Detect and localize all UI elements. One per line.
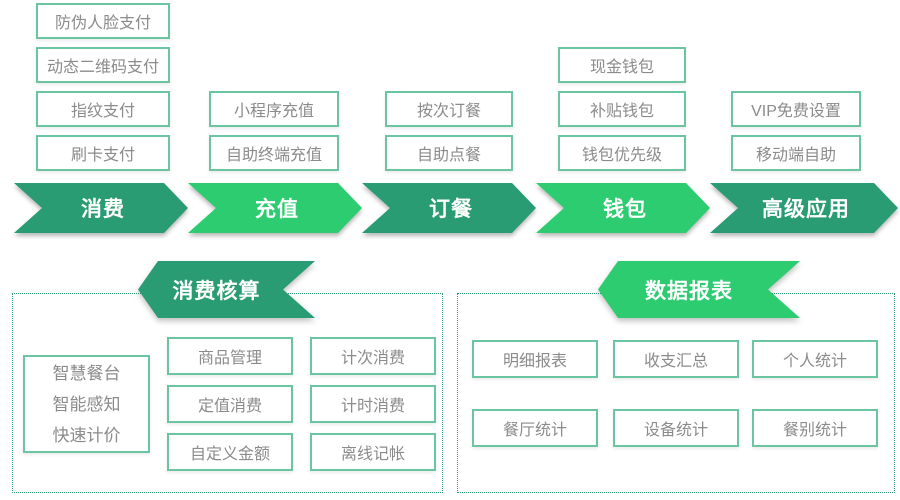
feature-box-anti-fake-face-pay: 防伪人脸支付 bbox=[36, 3, 170, 39]
item-box-fixed-value-consume: 定值消费 bbox=[167, 385, 293, 423]
stage-label-ordering: 订餐 bbox=[429, 198, 473, 221]
item-box-restaurant-stats: 餐厅统计 bbox=[472, 409, 598, 447]
chevron-right-icon: 消费 bbox=[14, 183, 188, 233]
stage-label-consume: 消费 bbox=[81, 198, 125, 221]
badge-label-consume-accounting: 消费核算 bbox=[172, 279, 261, 303]
stage-label-recharge: 充值 bbox=[255, 198, 299, 221]
item-box-device-stats: 设备统计 bbox=[613, 409, 739, 447]
stage-arrow-wallet: 钱包 bbox=[536, 183, 710, 233]
item-box-income-expense-summary: 收支汇总 bbox=[613, 340, 739, 378]
stage-arrow-consume: 消费 bbox=[14, 183, 188, 233]
badge-consume-accounting: 消费核算 bbox=[138, 261, 315, 318]
side-box-line-smart-table: 智慧餐台 bbox=[52, 363, 121, 383]
badge-data-reports: 数据报表 bbox=[598, 261, 800, 318]
item-box-custom-amount: 自定义金额 bbox=[167, 433, 293, 471]
chevron-left-ribbon-icon: 消费核算 bbox=[138, 261, 315, 318]
feature-box-card-pay: 刷卡支付 bbox=[36, 135, 170, 171]
stage-arrow-ordering: 订餐 bbox=[362, 183, 536, 233]
chevron-right-icon: 高级应用 bbox=[710, 183, 898, 233]
feature-box-miniapp-recharge: 小程序充值 bbox=[209, 91, 339, 127]
item-box-offline-bookkeeping: 离线记帐 bbox=[310, 433, 436, 471]
stage-column-recharge: 小程序充值 自助终端充值 bbox=[209, 0, 339, 171]
feature-box-cash-wallet: 现金钱包 bbox=[558, 47, 686, 83]
stage-column-ordering: 按次订餐 自助点餐 bbox=[385, 0, 513, 171]
feature-box-fingerprint-pay: 指纹支付 bbox=[36, 91, 170, 127]
feature-box-self-order: 自助点餐 bbox=[385, 135, 513, 171]
chevron-right-icon: 订餐 bbox=[362, 183, 536, 233]
stage-arrow-advanced: 高级应用 bbox=[710, 183, 898, 233]
feature-box-wallet-priority: 钱包优先级 bbox=[558, 135, 686, 171]
item-box-count-consume: 计次消费 bbox=[310, 337, 436, 375]
side-box-line-smart-sense: 智能感知 bbox=[52, 394, 121, 414]
side-box-line-fast-pricing: 快速计价 bbox=[52, 425, 121, 445]
feature-box-per-meal-order: 按次订餐 bbox=[385, 91, 513, 127]
feature-box-subsidy-wallet: 补贴钱包 bbox=[558, 91, 686, 127]
feature-box-mobile-self-service: 移动端自助 bbox=[731, 135, 861, 171]
stage-label-wallet: 钱包 bbox=[603, 198, 647, 221]
item-box-personal-stats: 个人统计 bbox=[752, 340, 878, 378]
chevron-right-icon: 钱包 bbox=[536, 183, 710, 233]
stage-column-wallet: 现金钱包 补贴钱包 钱包优先级 bbox=[558, 0, 686, 171]
feature-box-self-terminal-recharge: 自助终端充值 bbox=[209, 135, 339, 171]
feature-box-vip-free-setting: VIP免费设置 bbox=[731, 91, 861, 127]
item-box-meal-type-stats: 餐别统计 bbox=[752, 409, 878, 447]
badge-label-data-reports: 数据报表 bbox=[645, 279, 733, 303]
stage-label-advanced: 高级应用 bbox=[762, 198, 850, 221]
item-box-time-consume: 计时消费 bbox=[310, 385, 436, 423]
stage-arrow-recharge: 充值 bbox=[188, 183, 362, 233]
chevron-right-icon: 充值 bbox=[188, 183, 362, 233]
item-box-product-management: 商品管理 bbox=[167, 337, 293, 375]
section-data-reports bbox=[457, 293, 895, 493]
chevron-left-ribbon-icon: 数据报表 bbox=[598, 261, 800, 318]
smart-table-box: 智慧餐台 智能感知 快速计价 bbox=[23, 355, 150, 453]
item-box-detail-report: 明细报表 bbox=[472, 340, 598, 378]
feature-box-dynamic-qr-pay: 动态二维码支付 bbox=[36, 47, 170, 83]
stage-column-advanced: VIP免费设置 移动端自助 bbox=[731, 0, 861, 171]
stage-column-consume: 防伪人脸支付 动态二维码支付 指纹支付 刷卡支付 bbox=[36, 0, 170, 171]
